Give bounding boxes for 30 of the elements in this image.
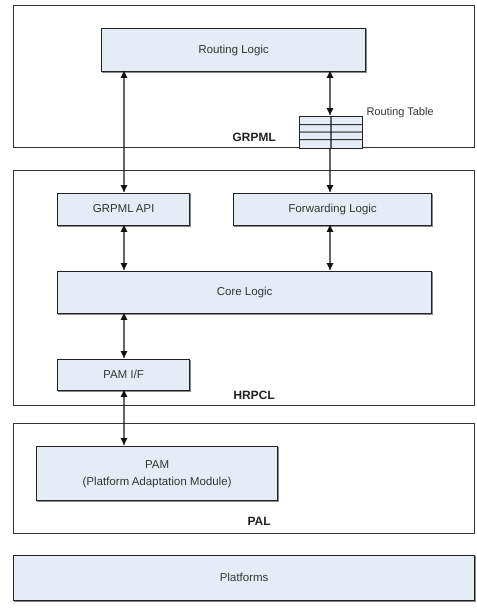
- arrow: [326, 225, 334, 270]
- arrow: [120, 390, 128, 445]
- module-label: (Platform Adaptation Module): [82, 474, 232, 490]
- module-label: PAM I/F: [103, 368, 144, 383]
- layer-panel: [13, 170, 475, 406]
- layer-label: GRPML: [231, 130, 277, 144]
- layer-panel: [13, 423, 475, 534]
- layer-label: HRPCL: [232, 388, 276, 402]
- module-box: [13, 555, 475, 601]
- table-label: Routing Table: [365, 105, 435, 120]
- layer-panel: [13, 5, 475, 148]
- module-box: [57, 359, 190, 391]
- module-label: Forwarding Logic: [288, 202, 377, 218]
- module-box: [36, 446, 278, 501]
- arrow: [326, 148, 334, 192]
- arrow: [120, 225, 128, 270]
- module-label: Routing Logic: [198, 42, 269, 58]
- module-box: [57, 193, 190, 226]
- layer-label: PAL: [246, 514, 272, 528]
- module-label: PAM: [144, 458, 170, 473]
- arrow: [120, 71, 128, 192]
- module-label: GRPML API: [92, 202, 154, 218]
- module-label: Core Logic: [216, 285, 272, 300]
- arrow: [326, 71, 334, 115]
- table-icon: [299, 116, 363, 149]
- module-box: [233, 193, 432, 226]
- module-label: Platforms: [220, 570, 268, 586]
- module-box: [101, 28, 366, 72]
- module-box: [57, 271, 432, 314]
- arrow: [120, 313, 128, 358]
